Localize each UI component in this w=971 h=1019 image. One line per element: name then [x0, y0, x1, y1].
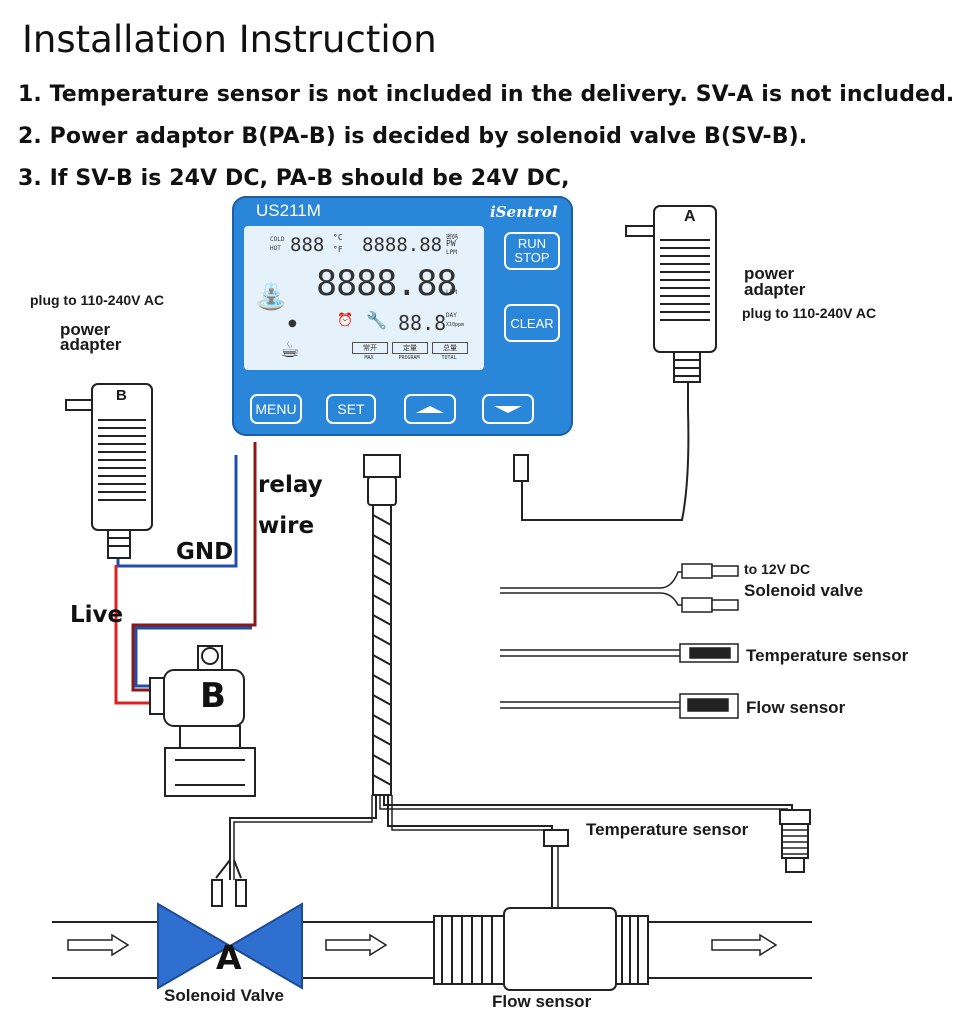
- up-arrow-icon: [416, 405, 444, 413]
- lcd-top-cn: 密码: [446, 234, 459, 241]
- controller-brand: iSentrol: [490, 203, 558, 221]
- lcd-pw: PW: [446, 239, 456, 248]
- adapter-a-cable: [521, 382, 690, 521]
- lcd-top-digits: 8888.88: [362, 234, 443, 256]
- run-label: RUN: [517, 236, 547, 251]
- lcd-deg-c: °C: [333, 233, 343, 242]
- temp-sensor-cable: [383, 795, 793, 815]
- adapter-a-letter: A: [684, 208, 696, 225]
- solenoid-valve-b-drawing: [149, 645, 256, 797]
- valve-b-letter: B: [200, 676, 226, 716]
- note-2: 2. Power adaptor B(PA-B) is decided by s…: [18, 124, 808, 149]
- lcd-main-digits: 8888.88: [316, 264, 458, 304]
- lcd-day: DAY: [446, 312, 457, 319]
- valve-a-terminals: [211, 859, 247, 907]
- relay-wire: [131, 442, 257, 692]
- temperature-sensor-label: Temperature sensor: [586, 820, 749, 839]
- note-1: 1. Temperature sensor is not included in…: [18, 82, 955, 107]
- adapter-a-drawing: [625, 205, 717, 383]
- lcd-top-lpm: LPM: [446, 249, 457, 256]
- flow-connector-lead: [500, 693, 739, 719]
- run-stop-button[interactable]: RUN STOP: [504, 232, 560, 270]
- temperature-connector-lead: [500, 643, 739, 663]
- sensor-cable-nut: [363, 454, 401, 478]
- adapter-a-label-2: adapter: [744, 280, 806, 299]
- lcd-badge-total: TOTAL: [441, 355, 457, 361]
- solenoid-connector-label-1: to 12V DC: [744, 561, 811, 577]
- page-title: Installation Instruction: [22, 18, 437, 61]
- lcd-x10ppm: X10ppm: [446, 322, 465, 328]
- adapter-b-drawing: [65, 383, 153, 559]
- pipe: [52, 921, 812, 979]
- solenoid-connector-leads: [500, 563, 739, 613]
- lcd-badge-total-cn: 总量: [432, 342, 468, 354]
- lcd-screen: [244, 226, 484, 370]
- lcd-temp-digits: 888: [290, 234, 325, 256]
- adapter-a-plug: plug to 110-240V AC: [742, 305, 877, 321]
- flow-connector-label: Flow sensor: [746, 698, 846, 717]
- adapter-b-label-2: adapter: [60, 335, 122, 354]
- gnd-label: GND: [176, 539, 234, 565]
- adapter-b-plug: plug to 110-240V AC: [30, 292, 165, 308]
- flow-sensor-body: [433, 907, 649, 991]
- faucet-icon: ⛲: [255, 282, 288, 312]
- solenoid-connector-label-2: Solenoid valve: [744, 581, 864, 600]
- lcd-badge-max-cn: 常开: [352, 342, 388, 354]
- clear-button[interactable]: CLEAR: [504, 304, 560, 342]
- water-drop-icon: ●: [288, 318, 297, 329]
- relay-label: relay: [258, 472, 323, 498]
- flow-sensor-cable: [387, 795, 553, 910]
- lcd-badge-program: PROGRAM: [398, 355, 420, 361]
- temperature-connector-label: Temperature sensor: [746, 646, 909, 665]
- adapter-a-label-1: power: [744, 264, 795, 283]
- live-wire: [114, 565, 152, 705]
- valve-a-cable: [229, 795, 377, 880]
- live-label: Live: [70, 602, 124, 628]
- wire-label: wire: [258, 513, 315, 539]
- lcd-deg-f: °F: [333, 245, 343, 254]
- solenoid-valve-a-body: [157, 902, 303, 990]
- sensor-cable-sleeve: [372, 504, 392, 796]
- adapter-b-letter: B: [116, 387, 127, 404]
- down-arrow-icon: [494, 405, 522, 413]
- alarm-icon: ⏰: [337, 313, 354, 328]
- stop-label: STOP: [514, 250, 550, 265]
- menu-button[interactable]: MENU: [250, 394, 302, 424]
- adapter-b-label-1: power: [60, 320, 111, 339]
- note-3: 3. If SV-B is 24V DC, PA-B should be 24V…: [18, 166, 570, 191]
- temperature-sensor-probe: [779, 809, 811, 873]
- valve-a-letter: A: [216, 938, 242, 977]
- lcd-main-unit: LPM: [446, 289, 457, 296]
- lcd-cold: COLD: [270, 236, 285, 243]
- flow-sensor-label: Flow sensor: [492, 992, 592, 1011]
- lcd-day-digits: 88.8: [398, 311, 447, 335]
- sensor-cable-body: [367, 476, 397, 506]
- controller-model: US211M: [256, 201, 321, 220]
- lcd-hot: HOT: [270, 245, 281, 252]
- cup-icon: ☕: [280, 338, 300, 363]
- gnd-wire: [116, 455, 238, 568]
- flow-arrows: [67, 933, 778, 957]
- wrench-icon: 🔧: [366, 311, 388, 331]
- set-button[interactable]: SET: [326, 394, 376, 424]
- solenoid-valve-label: Solenoid Valve: [164, 986, 284, 1005]
- down-button[interactable]: [482, 394, 534, 424]
- lcd-badge-program-cn: 定量: [392, 342, 428, 354]
- up-button[interactable]: [404, 394, 456, 424]
- adapter-a-cable-plug: [513, 454, 529, 482]
- lcd-badge-max: MAX: [364, 355, 374, 361]
- relay-wire-blue: [134, 626, 252, 688]
